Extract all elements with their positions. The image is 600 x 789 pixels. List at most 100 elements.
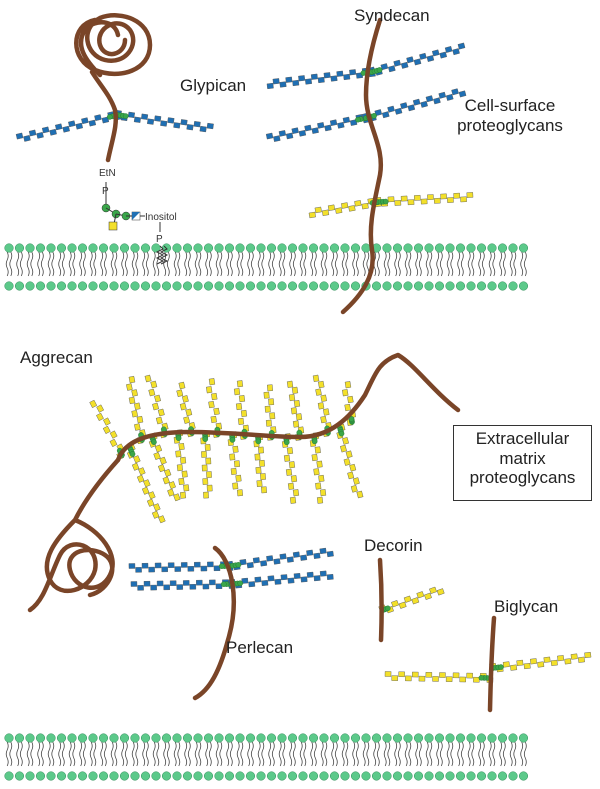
perlecan-hs-chain-1 — [128, 561, 234, 573]
lipid-head — [466, 733, 476, 743]
lipid-head — [14, 733, 25, 743]
ecm-proteoglycans-box — [453, 425, 592, 501]
lipid-head — [67, 733, 77, 743]
lipid-head — [46, 771, 56, 781]
lipid-head — [518, 771, 529, 781]
lipid-head — [361, 733, 371, 743]
lipid-head — [35, 243, 46, 253]
lipid-head — [340, 771, 350, 781]
lipid-head — [434, 771, 445, 781]
lipid-head — [413, 243, 424, 253]
lipid-head — [266, 771, 277, 781]
gpi-lipid-tail-2 — [159, 245, 169, 265]
lipid-head — [298, 771, 308, 781]
lipid-head — [340, 281, 350, 291]
lipid-head — [256, 771, 266, 781]
syndecan-core — [340, 17, 384, 315]
lipid-head — [424, 281, 434, 291]
lipid-head — [319, 733, 329, 743]
lipid-head — [403, 771, 413, 781]
lipid-head — [119, 771, 130, 781]
lipid-head — [67, 243, 77, 253]
membranes — [4, 243, 529, 781]
lipid-head — [98, 243, 109, 253]
lipid-head — [466, 243, 476, 253]
lipid-head — [88, 243, 98, 253]
lipid-head — [518, 281, 529, 291]
lipid-head — [203, 771, 214, 781]
lipid-head — [130, 771, 140, 781]
lipid-head — [98, 733, 109, 743]
lipid-head — [308, 281, 319, 291]
ecm-line-1: Extracellular — [475, 429, 570, 448]
lipid-head — [88, 733, 98, 743]
biglycan-cs-chain-2 — [489, 651, 592, 673]
lipid-head — [203, 281, 214, 291]
lipid-head — [455, 771, 466, 781]
lipid-head — [497, 733, 508, 743]
lipid-head — [151, 243, 161, 253]
lipid-head — [25, 243, 35, 253]
lipid-head — [25, 733, 35, 743]
lipid-head — [277, 281, 287, 291]
cell-surface-line-2: proteoglycans — [457, 115, 563, 135]
lipid-head — [56, 771, 67, 781]
lipid-head — [67, 771, 77, 781]
cell-surface-line-1: Cell-surface — [464, 96, 556, 115]
lipid-head — [298, 281, 308, 291]
lipid-head — [508, 733, 518, 743]
aggrecan-label: Aggrecan — [20, 348, 93, 367]
lipid-head — [88, 771, 98, 781]
lipid-head — [245, 243, 256, 253]
aggrecan-globular-domain — [27, 457, 121, 613]
lipid-head — [424, 243, 434, 253]
lipid-head — [119, 243, 130, 253]
lipid-head — [308, 771, 319, 781]
lipid-head — [109, 771, 119, 781]
gpi-sugar-4 — [108, 221, 118, 231]
lipid-head — [182, 281, 193, 291]
plasma-membrane-bottom — [4, 733, 529, 781]
aggrecan-cs-chain-18 — [336, 423, 364, 499]
aggrecan-core — [115, 352, 461, 463]
lipid-head — [329, 771, 340, 781]
lipid-head — [193, 243, 203, 253]
lipid-head — [476, 243, 487, 253]
gpi-inositol-label: Inositol — [145, 212, 177, 223]
gpi-anchor: EtN P Inositol P — [99, 168, 177, 265]
lipid-head — [329, 733, 340, 743]
lipid-head — [224, 733, 235, 743]
lipid-head — [497, 771, 508, 781]
aggrecan-cs-chain-10 — [227, 431, 244, 497]
lipid-head — [287, 733, 298, 743]
lipid-head — [46, 281, 56, 291]
lipid-head — [287, 281, 298, 291]
lipid-head — [434, 281, 445, 291]
lipid-head — [140, 733, 151, 743]
lipid-head — [319, 243, 329, 253]
decorin-label: Decorin — [364, 536, 423, 555]
lipid-head — [46, 243, 56, 253]
lipid-head — [403, 281, 413, 291]
lipid-head — [161, 771, 172, 781]
lipid-head — [392, 733, 403, 743]
cell-surface-proteoglycans-label: Cell-surface proteoglycans — [440, 96, 580, 135]
lipid-head — [413, 281, 424, 291]
lipid-head — [35, 771, 46, 781]
lipid-head — [487, 733, 497, 743]
lipid-head — [382, 243, 392, 253]
aggrecan-cs-chain-17 — [312, 374, 332, 437]
lipid-head — [256, 733, 266, 743]
lipid-head — [508, 281, 518, 291]
aggrecan-cs-chain-13 — [263, 384, 277, 441]
lipid-head — [130, 733, 140, 743]
lipid-head — [193, 733, 203, 743]
lipid-head — [382, 281, 392, 291]
lipid-head — [214, 733, 224, 743]
lipid-head — [224, 771, 235, 781]
aggrecan-cs-chain-7 — [176, 381, 196, 438]
lipid-head — [119, 733, 130, 743]
syndecan-hs-chain-1 — [266, 67, 376, 90]
